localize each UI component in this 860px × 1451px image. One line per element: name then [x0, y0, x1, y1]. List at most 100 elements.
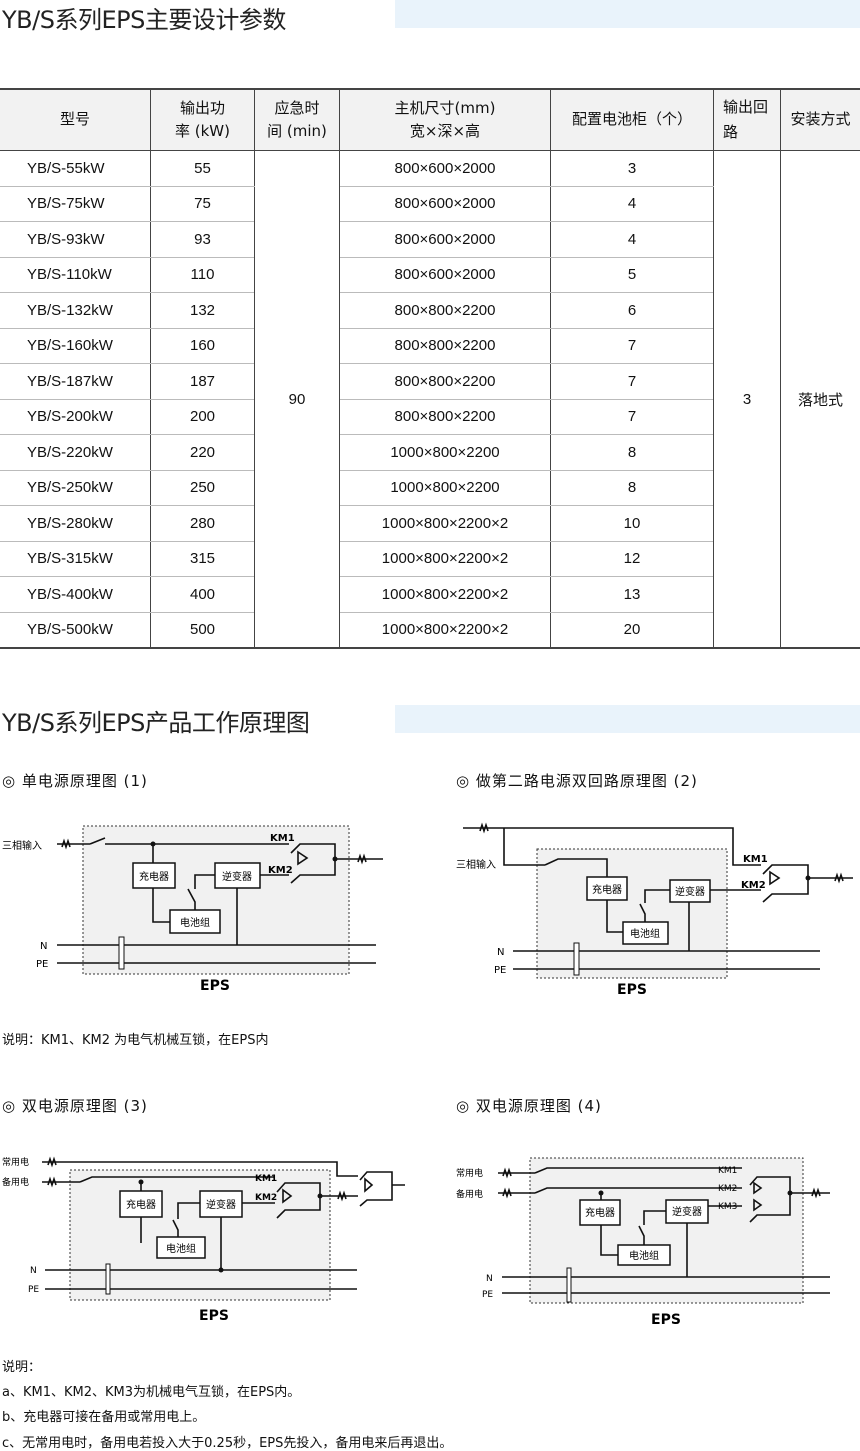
- cell-power: 187: [150, 363, 255, 400]
- n-label: N: [30, 1266, 37, 1276]
- cell-model: YB/S-220kW: [0, 434, 151, 471]
- cell-size: 800×600×2000: [339, 186, 551, 222]
- notes-heading: 说明：: [2, 1360, 42, 1375]
- battery-label: 电池组: [629, 1249, 659, 1262]
- header-text: 输出功: [179, 98, 225, 117]
- cell-size: 800×800×2200: [339, 292, 551, 329]
- diagram-1: 三相输入 充电器 逆变器 电池组 KM1 KM2 N PE EPS: [2, 825, 383, 994]
- header-text: 间 (min): [267, 122, 327, 140]
- diagram-3: 常用电 备用电 充电器 逆变器 电池组 KM1 KM2 N PE EPS: [2, 1156, 405, 1324]
- charger-label: 充电器: [139, 870, 169, 883]
- junction: [787, 1190, 793, 1196]
- table-header-row: 型号 输出功率 (kW) 应急时间 (min) 主机尺寸(mm)宽×深×高 配置…: [0, 88, 860, 151]
- diagram-2: 三相输入 充电器 逆变器 电池组 KM1 KM2 N PE EPS: [456, 822, 853, 998]
- inverter-box: [669, 879, 711, 903]
- cell-power: 132: [150, 292, 255, 329]
- battery-label: 电池组: [180, 916, 210, 929]
- cell-battery-count: 12: [550, 541, 714, 577]
- interlock-symbol: [769, 870, 781, 886]
- wiring: [498, 1167, 830, 1294]
- cell-power: 250: [150, 470, 255, 506]
- pe-label: PE: [482, 1290, 493, 1300]
- battery-box: [156, 1236, 206, 1259]
- section-title-diagrams: YB/S系列EPS产品工作原理图: [2, 709, 310, 737]
- cell-battery-count: 7: [550, 363, 714, 400]
- km2-label: KM2: [255, 1193, 277, 1203]
- header-model: 型号: [0, 88, 151, 151]
- junction: [598, 1190, 604, 1196]
- cell-model: YB/S-110kW: [0, 257, 151, 293]
- inverter-box: [199, 1190, 243, 1218]
- cell-battery-count: 4: [550, 221, 714, 258]
- junction: [805, 875, 811, 881]
- cell-model: YB/S-75kW: [0, 186, 151, 222]
- backup-power-label: 备用电: [456, 1188, 483, 1200]
- diagram-4: 常用电 备用电 充电器 逆变器 电池组 KM1 KM2 KM3 N PE EPS: [456, 1157, 830, 1328]
- cell-battery-count: 5: [550, 257, 714, 293]
- eps-label: EPS: [200, 978, 230, 994]
- params-table: 型号 输出功率 (kW) 应急时间 (min) 主机尺寸(mm)宽×深×高 配置…: [0, 88, 860, 649]
- header-battery: 配置电池柜（个）: [550, 88, 714, 151]
- note-a: a、KM1、KM2、KM3为机械电气互锁，在EPS内。: [2, 1385, 301, 1400]
- main-power-label: 常用电: [456, 1167, 483, 1179]
- header-size: 主机尺寸(mm)宽×深×高: [339, 88, 551, 151]
- wiring: [42, 1156, 405, 1290]
- interlock-symbol: [753, 1181, 763, 1212]
- cell-power: 400: [150, 576, 255, 613]
- cell-battery-count: 4: [550, 186, 714, 222]
- main-power-label: 常用电: [2, 1156, 29, 1168]
- interlock-symbol: [282, 1188, 293, 1204]
- eps-label: EPS: [617, 982, 647, 998]
- n-label: N: [40, 941, 47, 952]
- cell-power: 110: [150, 257, 255, 293]
- input-label: 三相输入: [456, 858, 496, 871]
- inverter-label: 逆变器: [675, 885, 705, 898]
- cell-model: YB/S-160kW: [0, 328, 151, 364]
- header-power: 输出功率 (kW): [150, 88, 255, 151]
- km3-label: KM3: [718, 1202, 737, 1212]
- header-text: 主机尺寸(mm): [394, 98, 496, 117]
- cell-power: 315: [150, 541, 255, 577]
- cell-size: 800×600×2000: [339, 257, 551, 293]
- cell-power: 93: [150, 221, 255, 258]
- pe-label: PE: [28, 1285, 39, 1295]
- wiring: [57, 837, 383, 964]
- cell-model: YB/S-315kW: [0, 541, 151, 577]
- terminal: [573, 942, 580, 976]
- note-b: b、充电器可接在备用或常用电上。: [2, 1410, 206, 1425]
- cell-size: 800×800×2200: [339, 399, 551, 435]
- cell-battery-count: 3: [550, 150, 714, 187]
- cell-size: 1000×800×2200: [339, 470, 551, 506]
- inverter-label: 逆变器: [206, 1198, 236, 1211]
- cell-time: 90: [254, 150, 340, 649]
- km1-label: KM1: [718, 1166, 737, 1176]
- km2-label: KM2: [718, 1184, 737, 1194]
- cell-size: 1000×800×2200×2: [339, 612, 551, 649]
- km2-label: KM2: [268, 865, 293, 876]
- battery-label: 电池组: [166, 1242, 196, 1255]
- cell-model: YB/S-200kW: [0, 399, 151, 435]
- cell-install: 落地式: [780, 150, 860, 649]
- cell-power: 220: [150, 434, 255, 471]
- pe-label: PE: [36, 959, 48, 970]
- diagram-1-title: ◎ 单电源原理图 (1): [2, 772, 148, 790]
- header-text: 应急时: [274, 98, 320, 117]
- junction: [317, 1193, 323, 1199]
- cell-power: 75: [150, 186, 255, 222]
- input-label: 三相输入: [2, 839, 42, 852]
- cell-size: 800×600×2000: [339, 221, 551, 258]
- junction: [138, 1179, 144, 1185]
- battery-box: [169, 909, 221, 934]
- km1-label: KM1: [743, 854, 768, 865]
- diagram-3-title: ◎ 双电源原理图 (3): [2, 1097, 148, 1115]
- cell-battery-count: 8: [550, 434, 714, 471]
